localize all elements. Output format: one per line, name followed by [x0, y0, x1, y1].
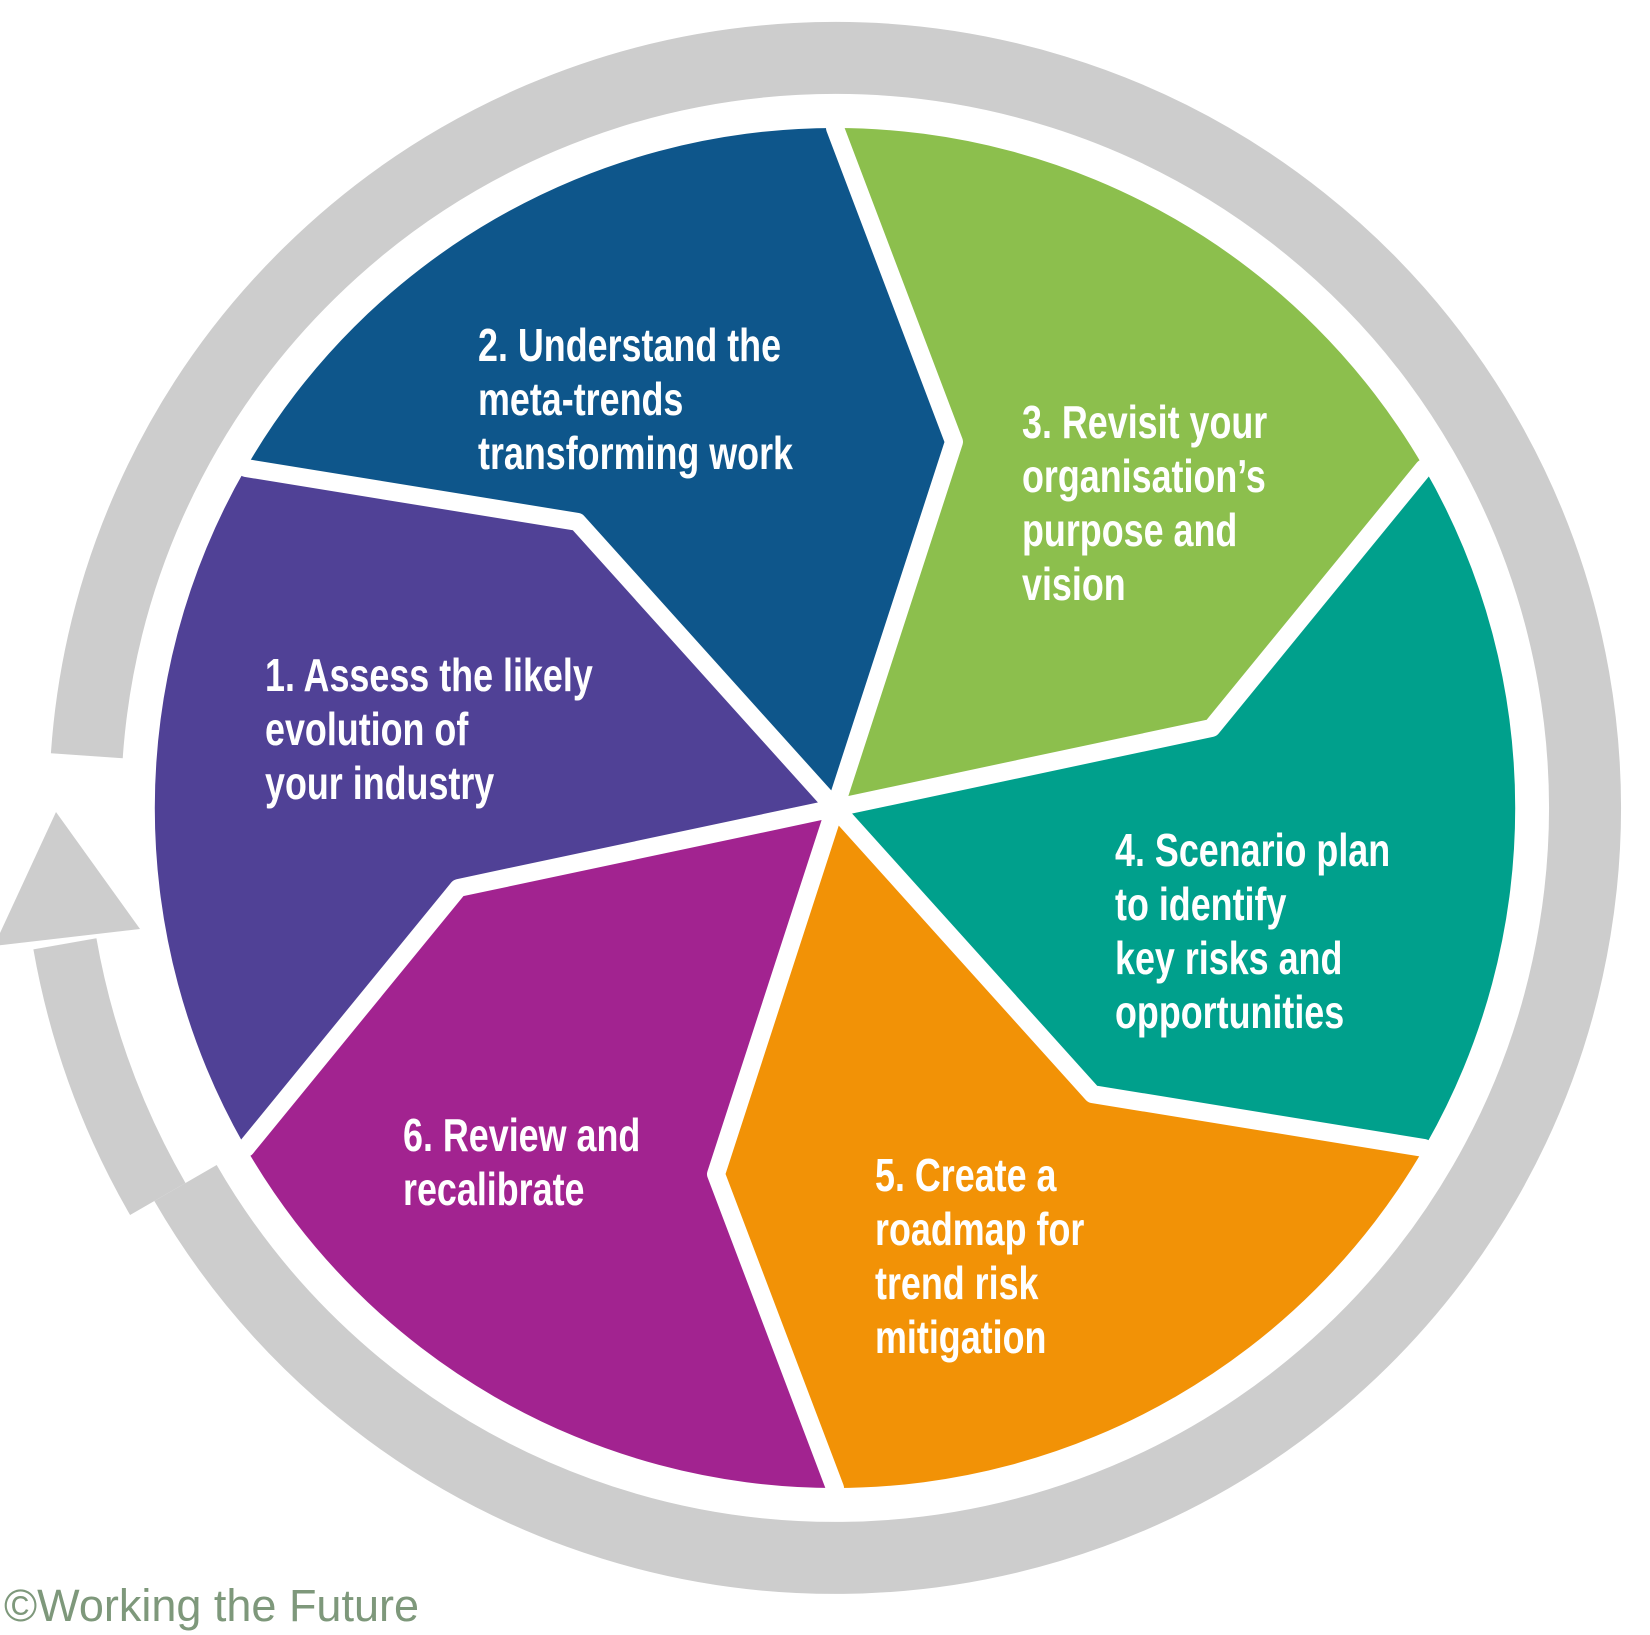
- segment-4-label: 4. Scenario plan to identify key risks a…: [1115, 823, 1390, 1039]
- label-line: to identify: [1115, 878, 1287, 930]
- segment-4-shape: [835, 468, 1516, 1148]
- segment-1-label: 1. Assess the likely evolution of your i…: [265, 648, 593, 810]
- label-line: 5. Create a: [875, 1149, 1057, 1201]
- label-line: 4. Scenario plan: [1115, 824, 1391, 876]
- segment-2-label: 2. Understand the meta-trends transformi…: [478, 318, 793, 480]
- label-line: your industry: [265, 757, 495, 809]
- label-line: trend risk: [875, 1257, 1039, 1309]
- label-line: 2. Understand the: [478, 319, 782, 371]
- label-line: mitigation: [875, 1311, 1047, 1363]
- label-line: meta-trends: [478, 373, 684, 425]
- label-line: opportunities: [1115, 986, 1345, 1038]
- segment-5-label: 5. Create a roadmap for trend risk mitig…: [875, 1148, 1084, 1364]
- segment-dividers: [236, 119, 1434, 1497]
- label-line: roadmap for: [875, 1203, 1085, 1255]
- copyright-text: ©Working the Future: [4, 1580, 419, 1631]
- ring-arrow: [0, 21, 1621, 1594]
- label-line: transforming work: [478, 427, 793, 479]
- label-line: 6. Review and: [403, 1109, 641, 1161]
- segment-5-shape: [716, 808, 1425, 1489]
- segment-1-shape: [154, 468, 836, 1148]
- segments-group: [154, 127, 1516, 1489]
- ring-arc: [50, 21, 1621, 1594]
- label-line: recalibrate: [403, 1163, 585, 1215]
- label-line: 3. Revisit your: [1022, 396, 1268, 448]
- label-line: evolution of: [265, 703, 469, 755]
- segment-2-shape: [245, 127, 954, 808]
- ring-arrow-tail: [33, 938, 186, 1215]
- segment-6-label: 6. Review and recalibrate: [403, 1108, 640, 1216]
- label-line: 1. Assess the likely: [265, 649, 593, 701]
- label-line: organisation’s: [1022, 450, 1266, 502]
- label-line: purpose and: [1022, 504, 1238, 556]
- ring-arrowhead-icon: [0, 812, 140, 946]
- label-line: vision: [1022, 558, 1126, 610]
- segment-3-label: 3. Revisit your organisation’s purpose a…: [1022, 395, 1267, 611]
- label-line: key risks and: [1115, 932, 1343, 984]
